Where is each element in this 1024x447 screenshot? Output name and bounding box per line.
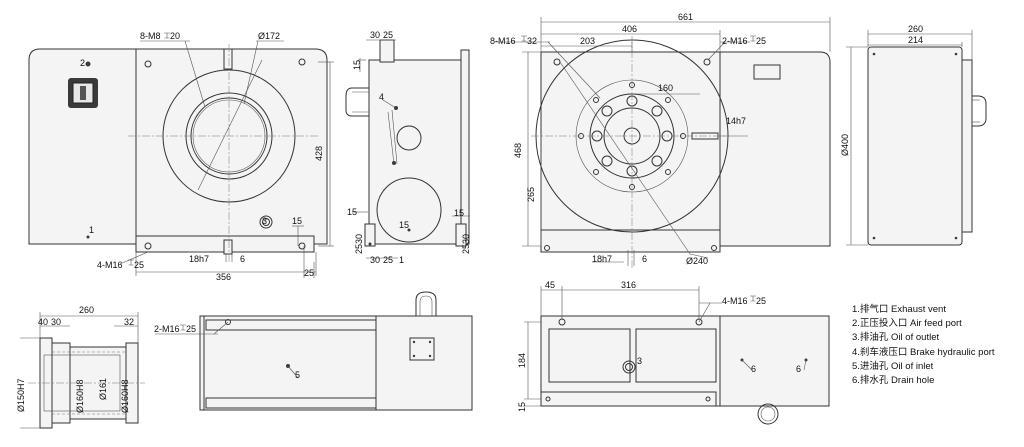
main-view: 661 406 203 8-M16 32 2-M16 25 160 14h7 4…	[490, 12, 831, 268]
dim-661: 661	[678, 12, 693, 22]
dim-side-15b: 15	[347, 207, 357, 217]
legend-item-oil-outlet: 3.排油孔 Oil of outlet	[852, 332, 940, 344]
dim-265: 265	[526, 187, 536, 202]
dim-bl-40: 40	[38, 317, 48, 327]
bottom-right-view: 45 316 4-M16 25 184 15 3 6 6	[517, 280, 830, 425]
dim-side-25c: 25	[461, 244, 471, 254]
dim-8-m8: 8-M8	[140, 31, 161, 41]
dim-4-m16-depth: 25	[134, 260, 144, 270]
bottom-middle-view: 2-M16 25 5	[154, 291, 473, 411]
dim-side-25b: 25	[354, 244, 364, 254]
front-view: 8-M8 20 Ø172 428 15 4-M16 25 18h7 6 356 …	[28, 31, 334, 282]
label-br-3: 3	[637, 356, 642, 366]
dim-br-4-m16-depth: 25	[756, 296, 766, 306]
dim-d240: Ø240	[686, 256, 708, 266]
dim-2-m16: 2-M16	[722, 36, 748, 46]
dim-25: 25	[304, 268, 314, 278]
dim-main-6: 6	[642, 254, 647, 264]
dim-356: 356	[216, 272, 231, 282]
legend-item-exhaust-vent: 1.排气口 Exhaust vent	[852, 304, 946, 315]
dim-side-15: 15	[352, 60, 362, 70]
dim-14h7: 14h7	[726, 116, 746, 126]
bottom-left-view: 260 40 30 32 Ø150H7 Ø160H8 Ø161 Ø160H8	[16, 305, 145, 429]
dim-side-25d: 25	[383, 255, 393, 265]
dim-right-260: 260	[908, 24, 923, 34]
dim-2-m16-depth: 25	[756, 36, 766, 46]
dim-br-316: 316	[621, 280, 636, 290]
label-5: 5	[295, 370, 300, 380]
label-1: 1	[89, 225, 94, 235]
dim-428: 428	[314, 146, 324, 161]
dim-d150h7: Ø150H7	[16, 378, 26, 412]
dim-side-30b: 30	[354, 234, 364, 244]
dim-side-30: 30	[370, 30, 380, 40]
dim-d160h8-a: Ø160H8	[75, 379, 85, 413]
dim-d160h8-b: Ø160H8	[120, 379, 130, 413]
dim-bl-260: 260	[79, 305, 94, 315]
dim-main-18h7: 18h7	[592, 254, 612, 264]
legend: 1.排气口 Exhaust vent 2.正压投入口 Air feed port…	[852, 303, 995, 388]
dim-right-214: 214	[908, 35, 923, 45]
dim-br-45: 45	[545, 280, 555, 290]
dim-bm-2-m16-depth: 25	[186, 324, 196, 334]
dim-bl-32: 32	[124, 317, 134, 327]
right-view: 260 214 Ø400	[840, 24, 987, 246]
dim-406: 406	[622, 24, 637, 34]
label-br-6a: 6	[751, 364, 756, 374]
dim-6: 6	[240, 254, 245, 264]
dim-d400: Ø400	[840, 134, 850, 156]
dim-d161: Ø161	[98, 378, 108, 400]
dim-br-184: 184	[517, 353, 527, 368]
label-2: 2	[80, 58, 85, 68]
label-br-6b: 6	[796, 364, 801, 374]
dim-br-4-m16: 4-M16	[722, 296, 748, 306]
dim-203: 203	[580, 36, 595, 46]
dim-468: 468	[513, 143, 523, 158]
label-4: 4	[379, 92, 384, 102]
dim-160: 160	[658, 83, 673, 93]
dim-br-15: 15	[517, 402, 527, 412]
dim-side-30d: 30	[370, 255, 380, 265]
dim-18h7: 18h7	[189, 254, 209, 264]
dim-side-25: 25	[383, 30, 393, 40]
legend-item-oil-inlet: 5.进油孔 Oil of inlet	[852, 360, 934, 372]
legend-item-brake-hydraulic-port: 4.刹车液压口 Brake hydraulic port	[852, 346, 995, 358]
label-3: 3	[262, 216, 267, 226]
dim-side-30c: 30	[461, 234, 471, 244]
legend-item-drain-hole: 6.排水孔 Drain hole	[852, 375, 935, 387]
dim-bl-30: 30	[51, 317, 61, 327]
dim-side-1: 1	[399, 255, 404, 265]
dim-side-15d: 15	[454, 208, 464, 218]
dim-4-m16: 4-M16	[97, 260, 123, 270]
side-view: 30 25 15 4 15 15 15 30 25 30 25 1 30 25	[345, 30, 471, 265]
dim-15: 15	[292, 216, 302, 226]
dim-8-m8-depth: 20	[170, 31, 180, 41]
dim-side-15c: 15	[399, 220, 409, 230]
dim-bm-2-m16: 2-M16	[154, 324, 180, 334]
dim-8-m16-depth: 32	[527, 36, 537, 46]
dim-d172: Ø172	[258, 31, 280, 41]
depth-symbols	[128, 32, 756, 331]
dim-8-m16: 8-M16	[490, 36, 516, 46]
legend-item-air-feed-port: 2.正压投入口 Air feed port	[852, 318, 962, 330]
